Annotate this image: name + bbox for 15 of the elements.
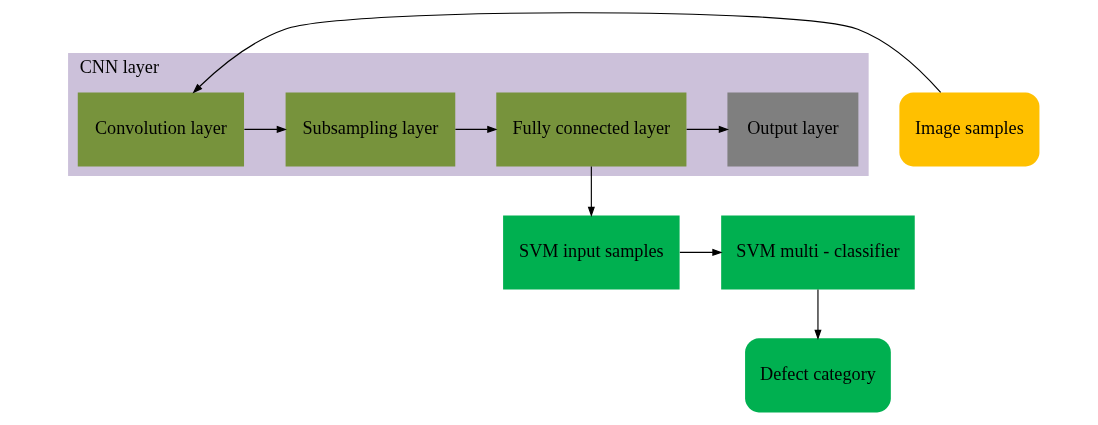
arrow xyxy=(587,165,595,218)
node-box: Image samples xyxy=(898,92,1039,167)
node-box: SVM multi - classifier xyxy=(720,215,915,290)
arrow xyxy=(813,288,822,340)
node-box: Convolution layer xyxy=(77,92,244,167)
arrow xyxy=(678,248,723,256)
arrow xyxy=(243,125,287,133)
arrow xyxy=(454,125,497,133)
node-box: Fully connected layer xyxy=(495,92,686,167)
arrow xyxy=(685,125,729,133)
arrow xyxy=(192,12,941,94)
node-box: Output layer xyxy=(726,92,858,167)
node-box: Defect category xyxy=(744,338,891,413)
node-box: SVM input samples xyxy=(502,215,680,290)
node-box: Subsampling layer xyxy=(285,92,455,167)
